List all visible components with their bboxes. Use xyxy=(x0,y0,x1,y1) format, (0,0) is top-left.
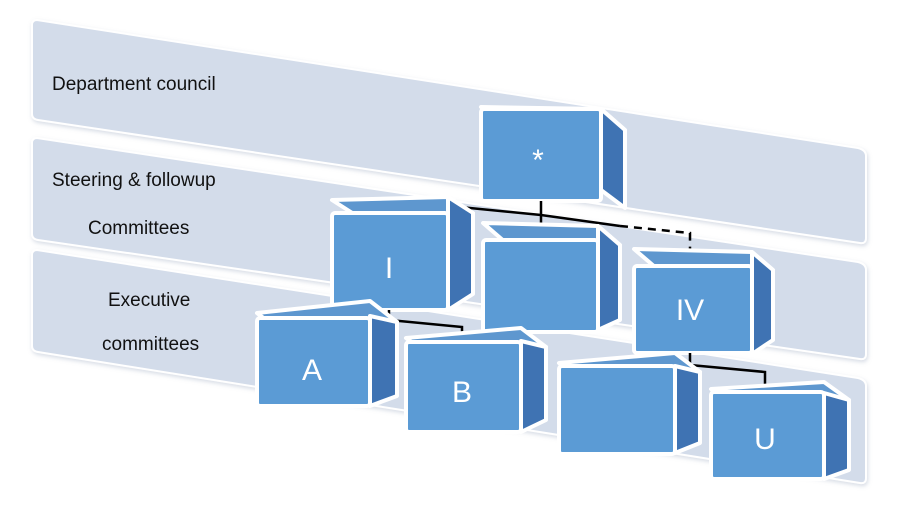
box-top: * xyxy=(479,105,627,210)
box-exec-b-label: B xyxy=(452,376,472,409)
box-exec-a: A xyxy=(255,299,399,408)
band-label-department-council: Department council xyxy=(52,74,216,95)
box-top-label: * xyxy=(532,144,544,177)
box-steering-1-label: I xyxy=(385,252,393,285)
box-exec-c xyxy=(557,351,702,456)
box-exec-a-label: A xyxy=(302,354,322,387)
box-exec-b: B xyxy=(404,326,548,434)
box-exec-u: U xyxy=(709,380,851,481)
band-label-executive: Executive committees xyxy=(102,290,199,355)
box-steering-3-label: IV xyxy=(676,294,704,327)
box-steering-2 xyxy=(481,221,622,334)
band-department-council: Department council xyxy=(31,18,867,245)
box-exec-u-label: U xyxy=(754,423,776,456)
box-steering-1: I xyxy=(330,195,475,312)
band-label-steering: Steering & followup Committees xyxy=(52,170,221,239)
box-steering-3: IV xyxy=(632,247,775,356)
